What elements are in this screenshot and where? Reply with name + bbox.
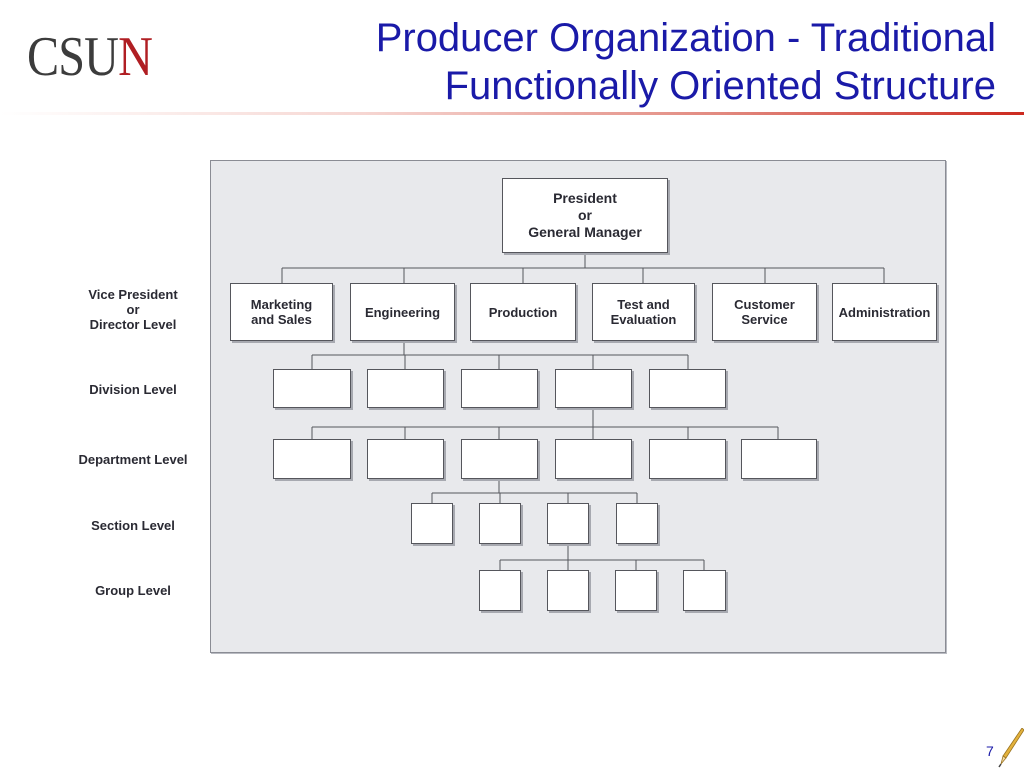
level-label-vp: Vice President or Director Level (58, 287, 208, 332)
logo-main-text: CSU (27, 26, 119, 88)
president-line-3: General Manager (528, 224, 642, 240)
president-box: President or General Manager (502, 178, 668, 253)
group-box (479, 570, 521, 611)
group-box (547, 570, 589, 611)
level-label-vp-line-2: or (126, 302, 140, 317)
level-label-vp-line-1: Vice President (88, 287, 178, 302)
pencil-icon (998, 728, 1024, 768)
president-line-2: or (578, 207, 592, 223)
division-box (461, 369, 538, 408)
department-box (273, 439, 351, 479)
csun-logo: CSUN (27, 22, 153, 92)
vp-box-administration: Administration (832, 283, 937, 341)
slide-title-line-2: Functionally Oriented Structure (444, 64, 996, 108)
section-box (479, 503, 521, 544)
level-label-department: Department Level (78, 452, 188, 467)
title-divider (0, 112, 1024, 115)
department-box (461, 439, 538, 479)
division-box (649, 369, 726, 408)
president-line-1: President (553, 190, 617, 206)
section-box (616, 503, 658, 544)
page-number: 7 (986, 743, 994, 759)
department-box (649, 439, 726, 479)
group-box (683, 570, 726, 611)
vp-box-engineering: Engineering (350, 283, 455, 341)
level-label-group: Group Level (95, 583, 171, 598)
vp-box-customer-service: Customer Service (712, 283, 817, 341)
department-box (367, 439, 444, 479)
division-box (555, 369, 632, 408)
level-label-section: Section Level (91, 518, 175, 533)
vp-box-production: Production (470, 283, 576, 341)
level-label-division: Division Level (89, 382, 177, 397)
division-box (273, 369, 351, 408)
division-box (367, 369, 444, 408)
vp-box-marketing-and-sales: Marketing and Sales (230, 283, 333, 341)
department-box (741, 439, 817, 479)
section-box (411, 503, 453, 544)
section-box (547, 503, 589, 544)
group-box (615, 570, 657, 611)
logo-accent-text: N (118, 26, 153, 88)
vp-box-test-and-evaluation: Test and Evaluation (592, 283, 695, 341)
level-label-vp-line-3: Director Level (89, 317, 177, 332)
slide-title: Producer Organization - Traditional Func… (236, 14, 996, 110)
department-box (555, 439, 632, 479)
slide-title-line-1: Producer Organization - Traditional (375, 16, 996, 60)
